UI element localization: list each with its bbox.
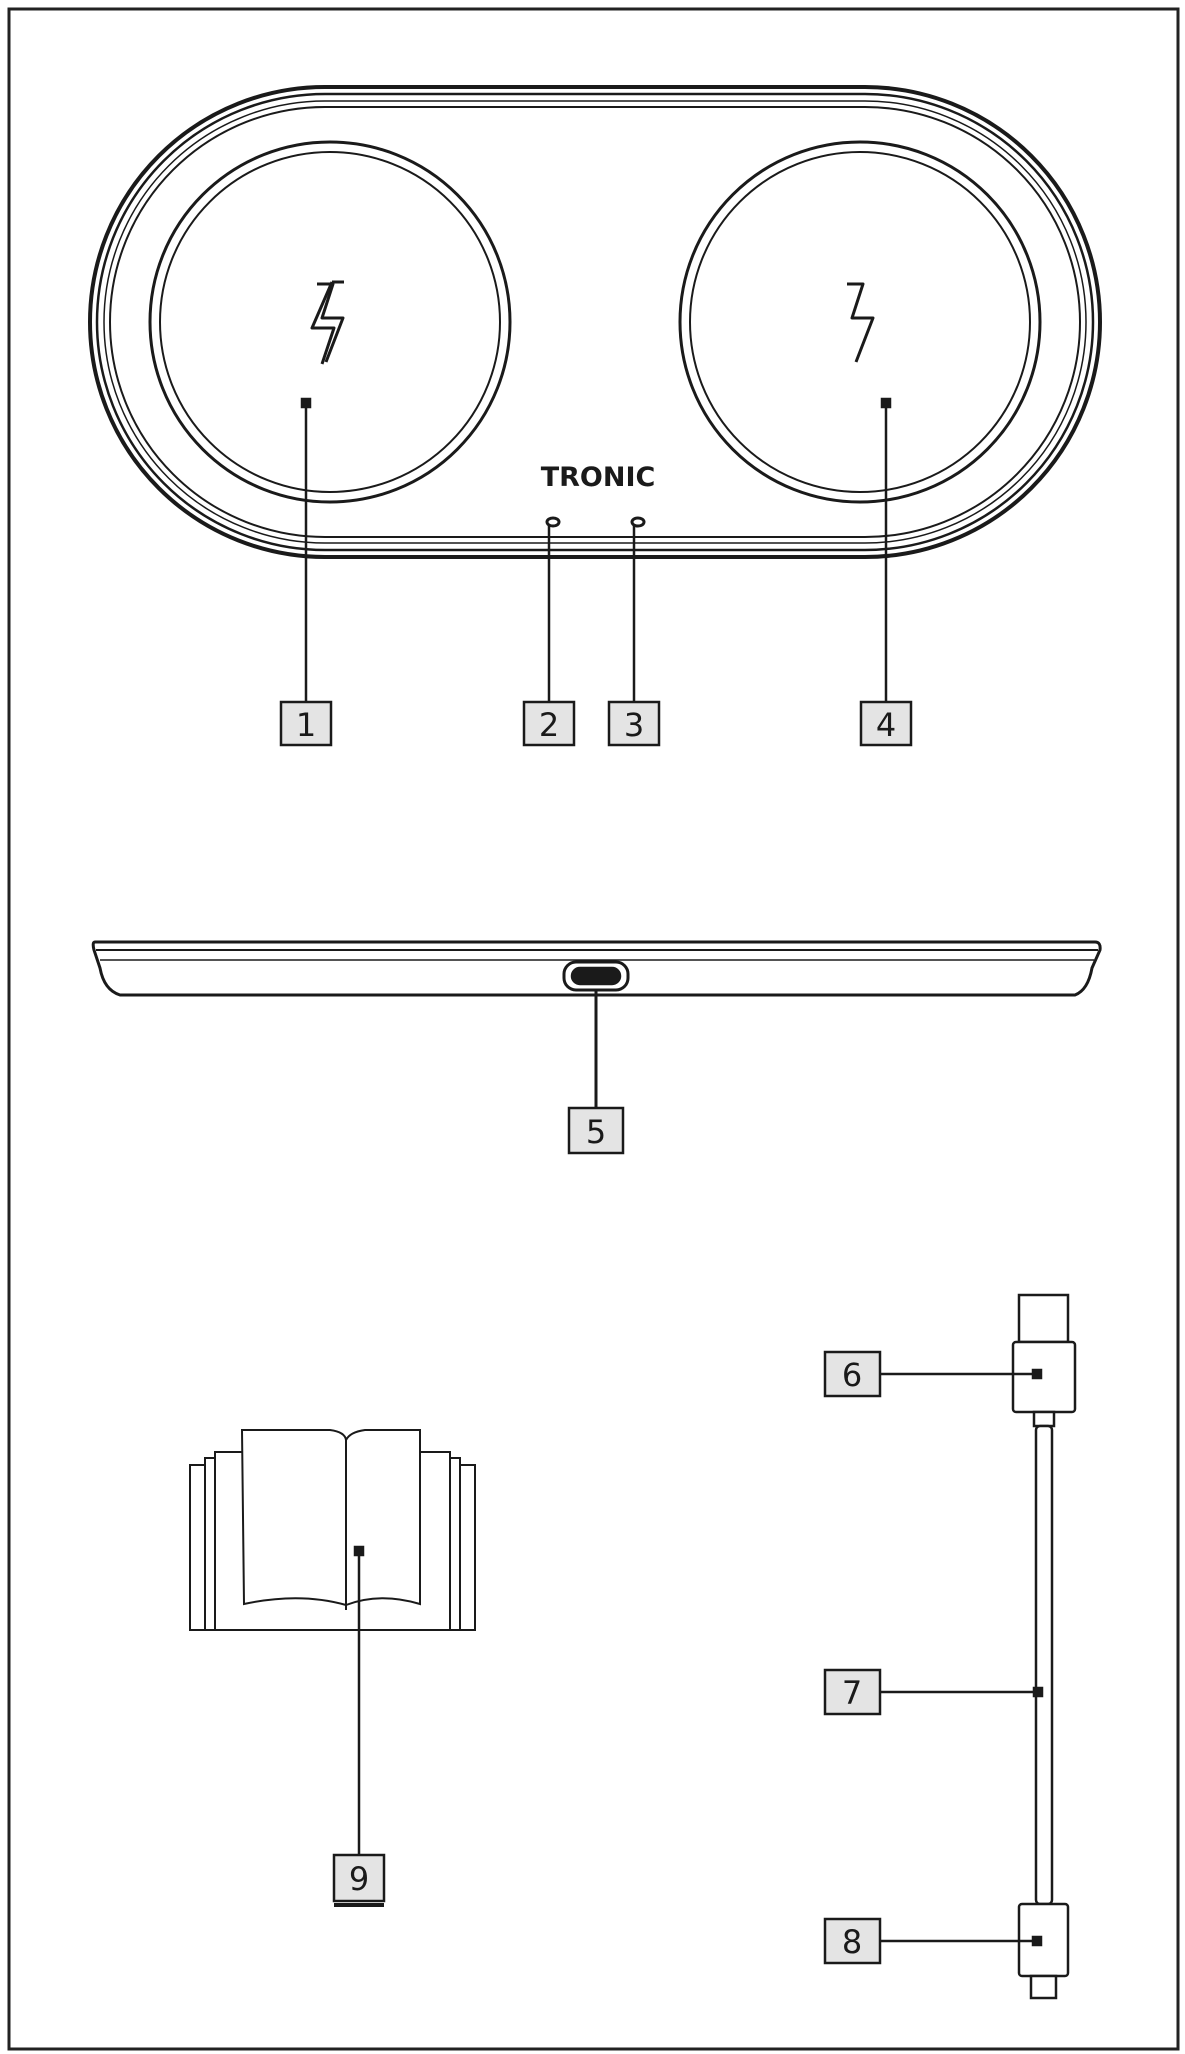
left-charging-coil (148, 140, 512, 504)
callout-9-label: 9 (349, 1860, 369, 1898)
callout-1-label: 1 (296, 706, 316, 744)
left-charging-coil-inner (159, 151, 501, 493)
callout-4-label: 4 (876, 706, 896, 744)
usb-c-plug-tip (1029, 1974, 1058, 2000)
pad-outer-shell (88, 85, 1102, 559)
cable-body (1034, 1424, 1054, 1906)
callout-9: 9 (332, 1853, 386, 1907)
lightning-bolt-icon (310, 280, 344, 365)
pad-shell-ring (103, 100, 1087, 544)
lightning-bolt-icon (317, 282, 345, 363)
charging-pad-side-view (91, 940, 1102, 997)
callout-6: 6 (823, 1350, 882, 1398)
indicator-led-left (545, 516, 561, 528)
callout-8-label: 8 (842, 1923, 862, 1961)
open-book-icon (189, 1429, 476, 1631)
pad-shell-ring (95, 92, 1095, 552)
callout-7-label: 7 (842, 1674, 862, 1712)
side-profile (91, 940, 1102, 997)
leader-line-9 (353, 1545, 365, 1855)
usb-a-plug-housing (1011, 1340, 1077, 1414)
callout-4: 4 (859, 700, 913, 747)
indicator-led-right (630, 516, 646, 528)
callout-2: 2 (522, 700, 576, 747)
usb-cable (1011, 1293, 1077, 2000)
charging-pad-top-view (88, 85, 1102, 559)
callout-8: 8 (823, 1917, 882, 1965)
pad-top-face (109, 106, 1081, 538)
diagram-border (7, 7, 1180, 2051)
usb-a-plug-tip (1017, 1293, 1070, 1344)
callout-2-label: 2 (539, 706, 559, 744)
lightning-bolt-icon (847, 282, 875, 363)
cable-strain-relief-top (1032, 1410, 1056, 1428)
callout-5: 5 (567, 1106, 625, 1155)
callout-6-label: 6 (842, 1356, 862, 1394)
right-charging-coil-inner (689, 151, 1031, 493)
brand-logo: TRONIC (541, 462, 656, 493)
callout-1: 1 (279, 700, 333, 747)
leader-lines-top (300, 397, 892, 702)
usb-c-port-inner (570, 966, 622, 986)
callout-3-label: 3 (624, 706, 644, 744)
callout-5-label: 5 (586, 1113, 606, 1151)
callout-3: 3 (607, 700, 661, 747)
leader-lines-cable (880, 1368, 1044, 1947)
callout-7: 7 (823, 1668, 882, 1716)
right-charging-coil (678, 140, 1042, 504)
